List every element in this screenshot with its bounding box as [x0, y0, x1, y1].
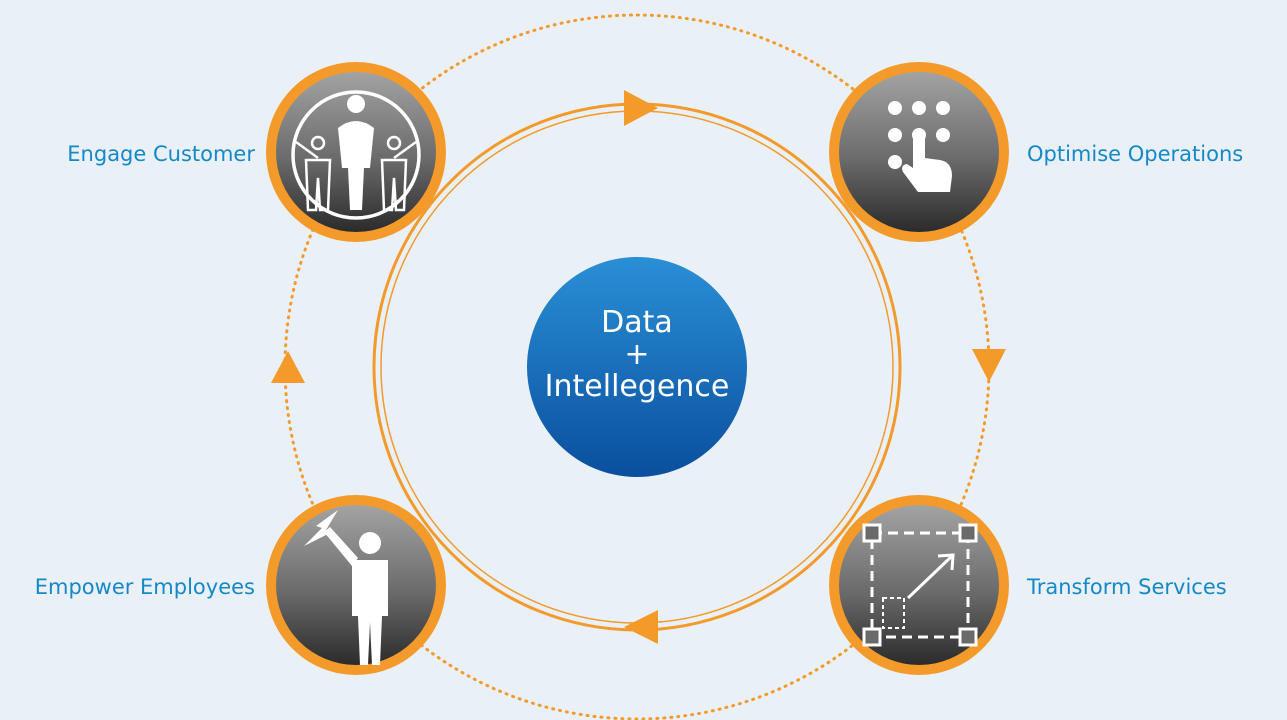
- label-optimise-operations: Optimise Operations: [1027, 142, 1244, 166]
- person-raised-arm-icon: [304, 510, 388, 665]
- arrow-up-icon: [271, 351, 305, 383]
- node-engage-customer: [266, 62, 446, 242]
- arrow-down-icon: [972, 349, 1006, 382]
- center-hub: [527, 257, 747, 477]
- hub-line-data: Data: [601, 305, 673, 340]
- label-transform-services: Transform Services: [1027, 575, 1227, 599]
- people-group-icon: [291, 90, 421, 220]
- node-transform-services: [829, 495, 1009, 675]
- hub-line-intellegence: Intellegence: [544, 369, 730, 404]
- keypad-touch-icon: [888, 101, 952, 192]
- label-engage-customer: Engage Customer: [67, 142, 255, 166]
- arrow-left-icon: [624, 610, 658, 644]
- arrow-right-icon: [624, 90, 658, 126]
- node-empower-employees: [266, 495, 446, 675]
- resize-transform-icon: [862, 523, 978, 647]
- label-empower-employees: Empower Employees: [34, 575, 255, 599]
- center-hub-text: Data + Intellegence: [527, 307, 747, 403]
- node-optimise-operations: [829, 62, 1009, 242]
- hub-line-plus: +: [624, 337, 650, 372]
